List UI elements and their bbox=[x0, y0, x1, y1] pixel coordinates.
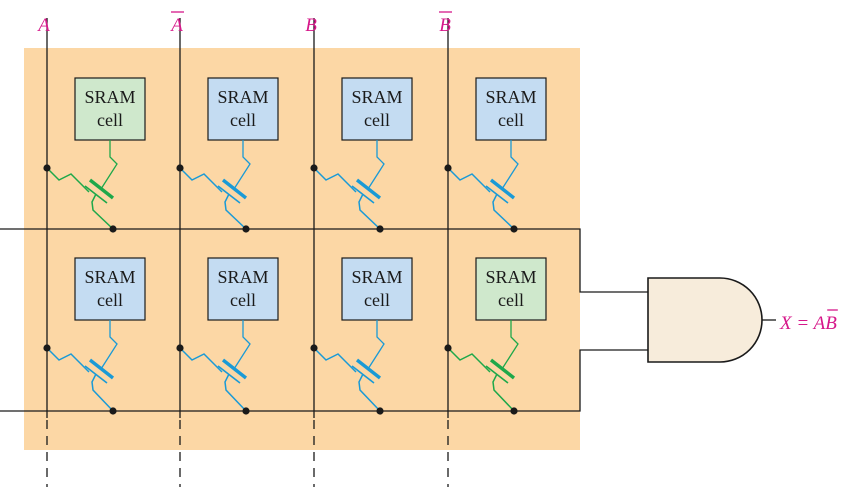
sram-cell-label-line2: cell bbox=[498, 290, 524, 310]
sram-cell-box bbox=[207, 77, 279, 141]
junction-dot-product bbox=[109, 407, 117, 415]
transistor-source-lead bbox=[492, 373, 515, 412]
junction-dot-product bbox=[510, 407, 518, 415]
sram-cell-label-line1: SRAM bbox=[84, 267, 135, 287]
sram-cell-box bbox=[74, 257, 146, 321]
and-gate bbox=[647, 277, 776, 363]
cell-array: SRAMcellSRAMcellSRAMcellSRAMcellSRAMcell… bbox=[43, 77, 547, 415]
sram-cell-label-line1: SRAM bbox=[217, 267, 268, 287]
transistor-drain-lead bbox=[46, 347, 90, 373]
sram-cell-label-line2: cell bbox=[364, 290, 390, 310]
transistor-gate-lead bbox=[501, 320, 519, 370]
product-line-1 bbox=[0, 228, 648, 293]
sram-cell-box bbox=[74, 77, 146, 141]
junction-dot-column bbox=[310, 164, 318, 172]
pass-transistor-r2-c2 bbox=[176, 320, 251, 415]
sram-cell-label-line1: SRAM bbox=[351, 267, 402, 287]
output-label: X = AB bbox=[779, 309, 838, 334]
sram-cell-label-line2: cell bbox=[97, 110, 123, 130]
transistor-drain-lead bbox=[447, 347, 491, 373]
sram-cell-r2-c2: SRAM cell bbox=[207, 257, 279, 321]
sram-cell-r2-c1: SRAM cell bbox=[74, 257, 146, 321]
transistor-source-lead bbox=[91, 373, 114, 412]
transistor-gate-lead bbox=[100, 140, 118, 190]
pass-transistor-r2-c3 bbox=[310, 320, 385, 415]
product-line-2 bbox=[0, 349, 648, 412]
transistor-drain-lead bbox=[313, 347, 357, 373]
junction-dot-column bbox=[444, 344, 452, 352]
junction-dot-product bbox=[510, 225, 518, 233]
sram-cell-label-line2: cell bbox=[498, 110, 524, 130]
transistor-drain-lead bbox=[46, 167, 90, 193]
transistor-source-lead bbox=[224, 193, 247, 230]
junction-dot-column bbox=[176, 164, 184, 172]
sram-cell-box bbox=[475, 77, 547, 141]
sram-cell-r2-c3: SRAM cell bbox=[341, 257, 413, 321]
pass-transistor-r1-c4 bbox=[444, 140, 519, 233]
sram-cell-r2-c4: SRAM cell bbox=[475, 257, 547, 321]
sram-cell-label-line1: SRAM bbox=[485, 267, 536, 287]
junction-dot-product bbox=[242, 407, 250, 415]
transistor-drain-lead bbox=[447, 167, 491, 193]
transistor-source-lead bbox=[91, 193, 114, 230]
transistor-gate-lead bbox=[501, 140, 519, 190]
transistor-source-lead bbox=[358, 193, 381, 230]
sram-cell-label-line1: SRAM bbox=[217, 87, 268, 107]
transistor-drain-lead bbox=[179, 167, 223, 193]
pass-transistor-r1-c1 bbox=[43, 140, 118, 233]
sram-cell-box bbox=[341, 77, 413, 141]
sram-cell-r1-c4: SRAM cell bbox=[475, 77, 547, 141]
junction-dot-column bbox=[176, 344, 184, 352]
output-prefix: X = A bbox=[779, 313, 826, 334]
pass-transistor-r2-c1 bbox=[43, 320, 118, 415]
junction-dot-product bbox=[242, 225, 250, 233]
output-expression: X = AB bbox=[779, 313, 837, 334]
sram-cell-label-line1: SRAM bbox=[351, 87, 402, 107]
junction-dot-column bbox=[43, 164, 51, 172]
sram-cell-label-line2: cell bbox=[230, 290, 256, 310]
input-label-4: B bbox=[439, 15, 451, 36]
transistor-gate-lead bbox=[233, 320, 251, 370]
sram-cell-r1-c3: SRAM cell bbox=[341, 77, 413, 141]
junction-dot-product bbox=[376, 407, 384, 415]
input-label-2: A bbox=[169, 15, 183, 36]
transistor-drain-lead bbox=[179, 347, 223, 373]
and-gate-body bbox=[647, 277, 763, 363]
transistor-source-lead bbox=[492, 193, 515, 230]
sram-cell-box bbox=[207, 257, 279, 321]
junction-dot-column bbox=[310, 344, 318, 352]
pass-transistor-r1-c3 bbox=[310, 140, 385, 233]
pass-transistor-r1-c2 bbox=[176, 140, 251, 233]
transistor-drain-lead bbox=[313, 167, 357, 193]
sram-cell-label-line1: SRAM bbox=[84, 87, 135, 107]
sram-cell-label-line2: cell bbox=[364, 110, 390, 130]
pass-transistor-r2-c4 bbox=[444, 320, 519, 415]
transistor-gate-lead bbox=[233, 140, 251, 190]
junction-dot-column bbox=[43, 344, 51, 352]
transistor-source-lead bbox=[358, 373, 381, 412]
transistor-source-lead bbox=[224, 373, 247, 412]
sram-cell-label-line1: SRAM bbox=[485, 87, 536, 107]
input-label-1: A bbox=[36, 15, 50, 36]
output-var-b-bar: B bbox=[825, 313, 837, 334]
sram-cell-label-line2: cell bbox=[230, 110, 256, 130]
junction-dot-column bbox=[444, 164, 452, 172]
junction-dot-product bbox=[109, 225, 117, 233]
transistor-gate-lead bbox=[100, 320, 118, 370]
junction-dot-product bbox=[376, 225, 384, 233]
transistor-gate-lead bbox=[367, 320, 385, 370]
sram-cell-label-line2: cell bbox=[97, 290, 123, 310]
input-label-3: B bbox=[305, 15, 317, 36]
sram-cell-r1-c2: SRAM cell bbox=[207, 77, 279, 141]
transistor-gate-lead bbox=[367, 140, 385, 190]
sram-cell-box bbox=[475, 257, 547, 321]
sram-cell-r1-c1: SRAM cell bbox=[74, 77, 146, 141]
